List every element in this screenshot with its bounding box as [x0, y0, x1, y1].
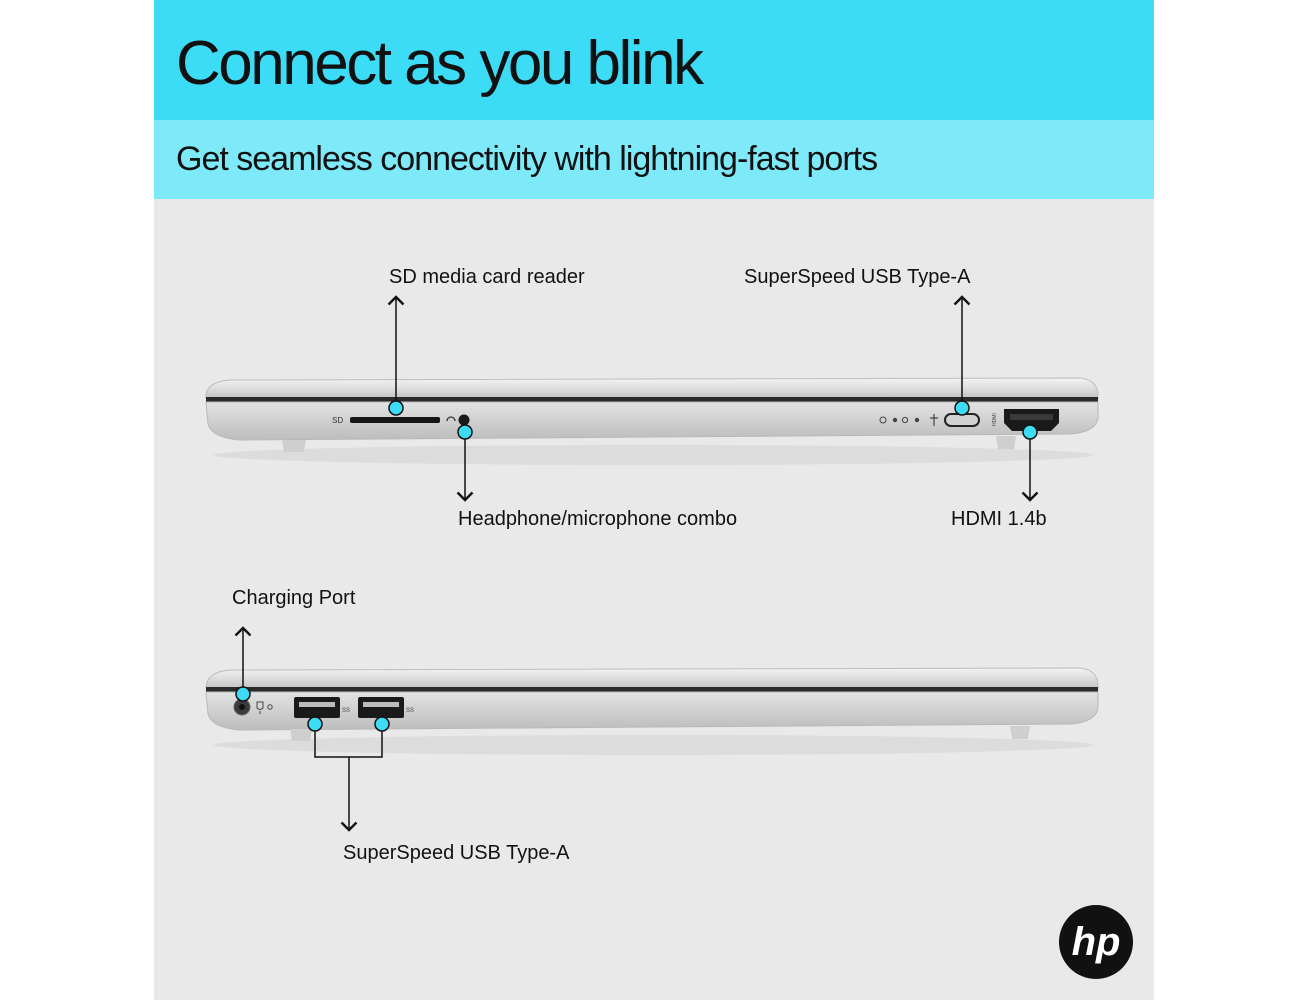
callout-usb-a-top	[953, 295, 971, 416]
sd-marking: SD	[332, 416, 343, 425]
callout-usb-a-bottom	[307, 716, 390, 832]
usb-a-port-1	[294, 697, 340, 718]
ss-marking-2: SS	[406, 708, 414, 714]
audio-jack	[458, 414, 470, 426]
power-plug-icon	[256, 701, 264, 714]
marker-dot	[374, 716, 390, 732]
sd-slot	[350, 417, 440, 423]
callout-hdmi	[1021, 424, 1039, 502]
laptop-left-side: SS SS	[205, 667, 1099, 755]
usb-a-port-2	[358, 697, 404, 718]
callout-sd-reader	[387, 295, 405, 416]
usb-symbol-icon	[930, 414, 938, 426]
label-hdmi: HDMI 1.4b	[951, 508, 1047, 530]
callout-charging	[234, 626, 252, 702]
marker-dot	[1022, 424, 1038, 440]
page-subtitle: Get seamless connectivity with lightning…	[176, 140, 878, 178]
marker-dot	[954, 400, 970, 416]
power-led-icon	[879, 416, 887, 424]
marker-dot	[307, 716, 323, 732]
callout-headphone	[456, 424, 474, 502]
headphone-symbol-icon	[446, 416, 456, 422]
marker-dot	[388, 400, 404, 416]
marker-dot	[457, 424, 473, 440]
label-charging: Charging Port	[232, 587, 356, 609]
subhead-banner: Get seamless connectivity with lightning…	[154, 120, 1154, 199]
product-panel: Connect as you blink Get seamless connec…	[154, 0, 1154, 1000]
headline-banner: Connect as you blink	[154, 0, 1154, 120]
laptop-illustrations: SD HDMI	[205, 295, 1133, 979]
page-title: Connect as you blink	[176, 29, 704, 98]
label-sd-reader: SD media card reader	[389, 266, 585, 288]
marker-dot	[235, 686, 251, 702]
ss-marking-1: SS	[342, 708, 350, 714]
svg-text:hp: hp	[1072, 920, 1121, 964]
hdmi-marking: HDMI	[992, 413, 998, 426]
label-usb-a-bottom: SuperSpeed USB Type-A	[343, 842, 570, 864]
label-usb-a-top: SuperSpeed USB Type-A	[744, 266, 971, 288]
label-headphone: Headphone/microphone combo	[458, 508, 738, 530]
hp-logo: hp	[1059, 905, 1133, 979]
laptop-right-side: SD HDMI	[205, 377, 1099, 465]
usb-c-port	[944, 413, 980, 427]
